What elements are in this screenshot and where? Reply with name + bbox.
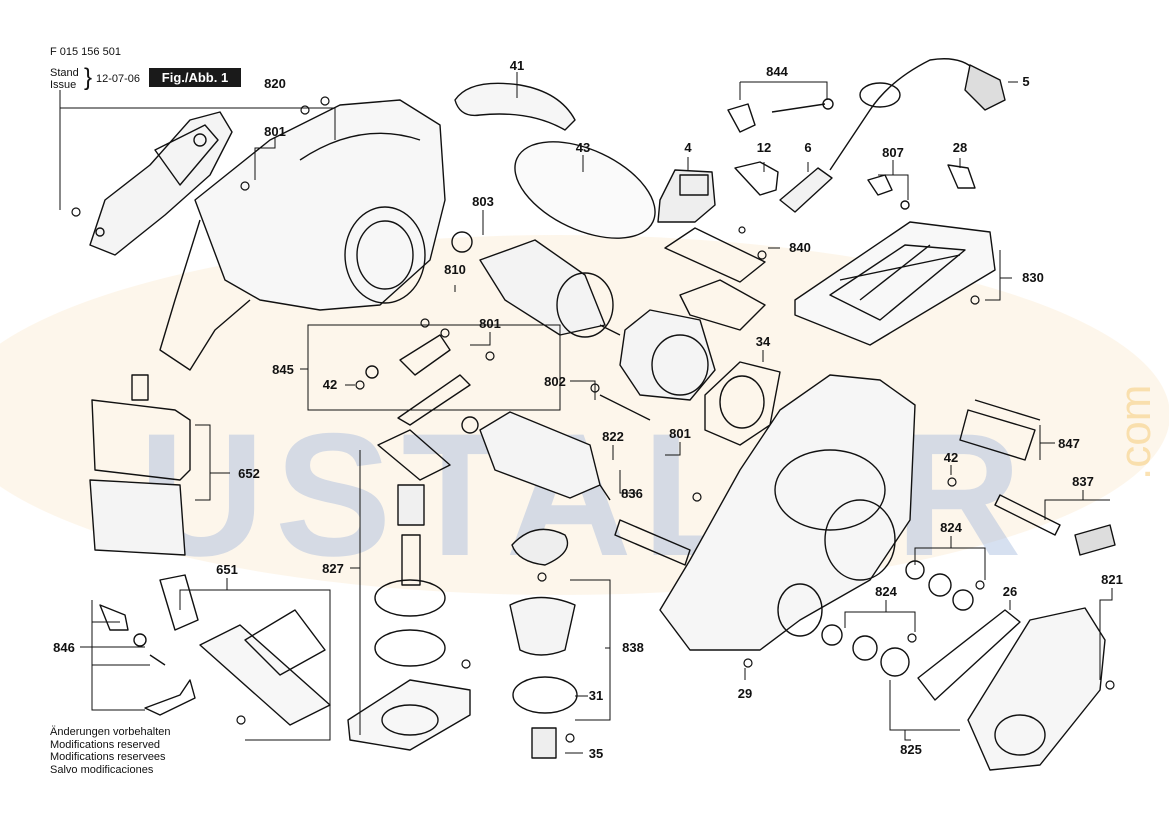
dust-adapter-part xyxy=(347,429,471,751)
callout-824: 824 xyxy=(940,520,962,535)
callout-31: 31 xyxy=(589,688,603,703)
stand-label: Stand xyxy=(50,67,79,79)
callout-825: 825 xyxy=(900,742,922,757)
issue-date: 12-07-06 xyxy=(96,73,141,85)
drive-belt-part xyxy=(917,609,1021,701)
power-cord-part xyxy=(829,58,1006,171)
callout-845: 845 xyxy=(272,362,294,377)
callout-846: 846 xyxy=(53,640,75,655)
housing-right-part xyxy=(659,374,916,651)
callout-844: 844 xyxy=(766,64,788,79)
stator-part xyxy=(599,309,716,421)
callout-35: 35 xyxy=(589,746,603,761)
callout-836: 836 xyxy=(621,486,643,501)
belt-cover-left-part xyxy=(89,111,233,256)
connector-part xyxy=(727,103,756,133)
belt-cover-right-part xyxy=(967,607,1106,771)
callout-847: 847 xyxy=(1058,436,1080,451)
handle-cover-part xyxy=(454,82,576,131)
callout-801: 801 xyxy=(264,124,286,139)
callout-801: 801 xyxy=(669,426,691,441)
lever-plate-part xyxy=(365,334,471,426)
shoe-part xyxy=(664,227,766,283)
callout-822: 822 xyxy=(602,429,624,444)
callout-830: 830 xyxy=(1022,270,1044,285)
leader-lines xyxy=(59,72,1113,754)
motor-housing-part xyxy=(159,99,446,371)
storage-box-part xyxy=(89,374,191,556)
callout-821: 821 xyxy=(1101,572,1123,587)
callout-807: 807 xyxy=(882,145,904,160)
callout-4: 4 xyxy=(684,140,692,155)
callout-810: 810 xyxy=(444,262,466,277)
callout-803: 803 xyxy=(472,194,494,209)
callout-840: 840 xyxy=(789,240,811,255)
clip-part xyxy=(947,164,976,189)
callout-801: 801 xyxy=(479,316,501,331)
callout-29: 29 xyxy=(738,686,752,701)
depth-knob-part xyxy=(509,528,578,759)
modification-notes: Änderungen vorbehalten Modifications res… xyxy=(50,726,170,776)
callout-42: 42 xyxy=(944,450,958,465)
clamp-part xyxy=(867,174,893,196)
switch-part xyxy=(657,169,716,223)
note-fr: Modifications reservees xyxy=(50,751,166,763)
note-es: Salvo modificaciones xyxy=(50,763,154,776)
callout-838: 838 xyxy=(622,640,644,655)
doc-number: F 015 156 501 xyxy=(50,46,121,58)
brush-holder-part xyxy=(734,161,779,196)
lens-part xyxy=(514,141,656,239)
callout-820: 820 xyxy=(264,76,286,91)
grip-part xyxy=(779,167,833,213)
callout-837: 837 xyxy=(1072,474,1094,489)
callout-28: 28 xyxy=(953,140,967,155)
callout-42: 42 xyxy=(323,377,337,392)
note-de: Änderungen vorbehalten xyxy=(50,726,171,738)
cutter-head-part xyxy=(461,411,691,566)
brace: } xyxy=(84,64,93,91)
screws xyxy=(71,96,1115,743)
callout-824: 824 xyxy=(875,584,897,599)
callout-43: 43 xyxy=(576,140,590,155)
callout-651: 651 xyxy=(216,562,238,577)
callout-26: 26 xyxy=(1003,584,1017,599)
note-en: Modifications reserved xyxy=(50,738,161,751)
callout-802: 802 xyxy=(544,374,566,389)
issue-label: Issue xyxy=(50,79,77,91)
callout-827: 827 xyxy=(322,561,344,576)
callout-652: 652 xyxy=(238,466,260,481)
callout-6: 6 xyxy=(804,140,811,155)
callout-12: 12 xyxy=(757,140,771,155)
base-plate-part xyxy=(794,221,996,346)
callout-5: 5 xyxy=(1022,74,1029,89)
bracket-part xyxy=(959,409,1036,461)
armature-part xyxy=(451,231,621,338)
callout-41: 41 xyxy=(510,58,524,73)
wrench-part xyxy=(994,494,1061,536)
watermark-side-text: .com xyxy=(1111,385,1160,480)
figure-label: Fig./Abb. 1 xyxy=(149,68,241,87)
callout-34: 34 xyxy=(756,334,771,349)
